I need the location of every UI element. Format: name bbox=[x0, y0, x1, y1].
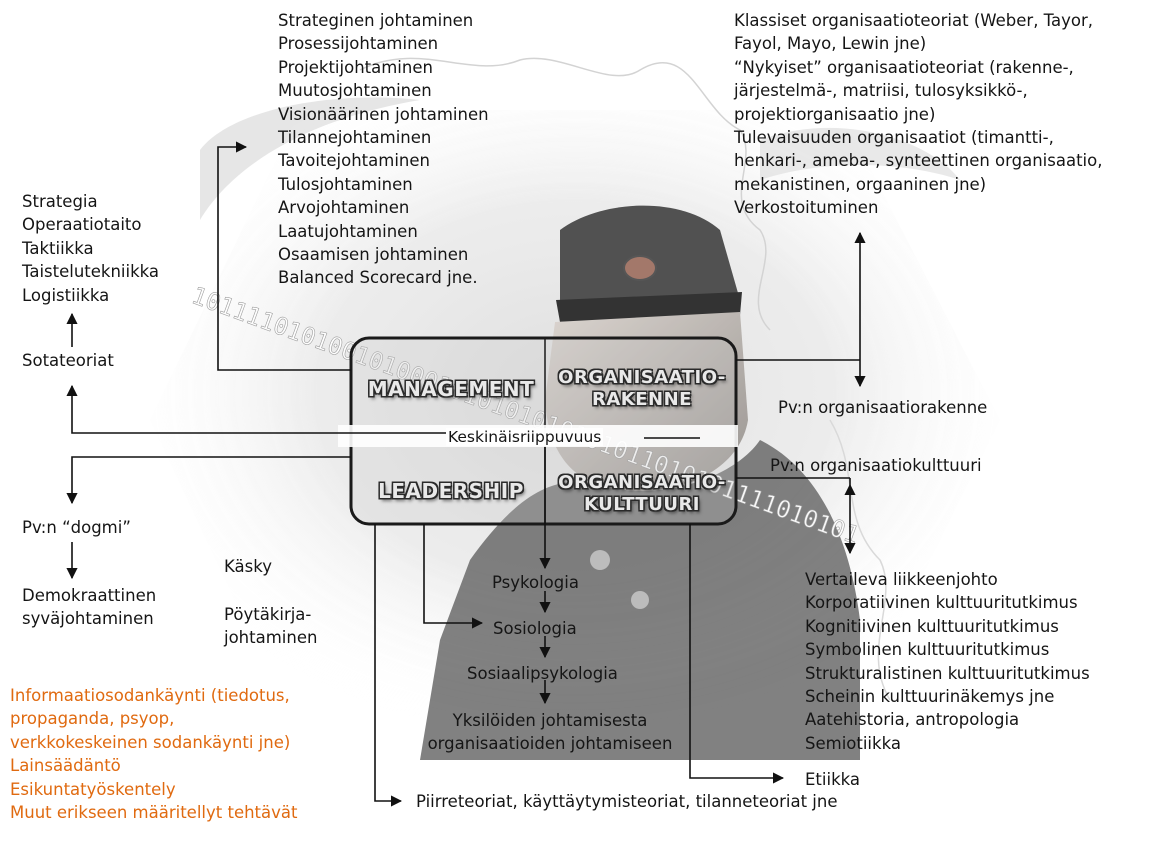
leadership-to-dogmi-line bbox=[66, 456, 351, 505]
kasky-label: Käsky bbox=[224, 557, 272, 576]
poytakirja-label: Pöytäkirja- johtaminen bbox=[224, 605, 318, 648]
center-to-sotateoriat-line bbox=[66, 384, 446, 434]
organization-culture-label: ORGANISAATIO- KULTTUURI bbox=[558, 472, 726, 515]
sosiologia-label: Sosiologia bbox=[493, 619, 577, 638]
pv-dogmi-label: Pv:n “dogmi” bbox=[22, 518, 131, 537]
pv-org-structure-label: Pv:n organisaatiorakenne bbox=[778, 398, 988, 417]
background-map-outline bbox=[359, 57, 771, 331]
background-globe bbox=[200, 97, 420, 220]
piirreteoriat-label: Piirreteoriat, käyttäytymisteoriat, tila… bbox=[416, 792, 838, 811]
connectors bbox=[66, 141, 866, 807]
management-to-list-line bbox=[217, 141, 351, 371]
strategy-list: Strategia Operaatiotaito Taktiikka Taist… bbox=[22, 192, 160, 305]
background-map-outline-2 bbox=[829, 419, 891, 701]
demokraattinen-label: Demokraattinen syväjohtaminen bbox=[22, 586, 157, 629]
box-to-piirreteoriat-line bbox=[374, 524, 403, 807]
leadership-label: LEADERSHIP bbox=[378, 479, 524, 503]
organization-structure-label: ORGANISAATIO- RAKENNE bbox=[558, 367, 726, 410]
leadership-to-sosiologia-line bbox=[423, 524, 484, 629]
uniform-button-2 bbox=[631, 591, 649, 609]
yksiloiden-label: Yksilöiden johtamisesta organisaatioiden… bbox=[427, 711, 673, 754]
uniform-button bbox=[590, 550, 610, 570]
culture-to-etiikka-line bbox=[689, 524, 785, 784]
keskinaisriippuvuus-label: Keskinäisriippuvuus bbox=[446, 428, 604, 446]
cap-badge bbox=[623, 255, 657, 281]
culture-studies-list: Vertaileva liikkeenjohto Korporatiivinen… bbox=[805, 570, 1090, 753]
pv-org-culture-label: Pv:n organisaatiokulttuuri bbox=[770, 456, 982, 475]
organization-theories-list: Klassiset organisaatioteoriat (Weber, Ta… bbox=[734, 11, 1103, 218]
background-globe-right bbox=[760, 127, 960, 180]
information-warfare-list: Informaatiosodankäynti (tiedotus, propag… bbox=[10, 686, 298, 823]
management-types-list: Strateginen johtaminen Prosessijohtamine… bbox=[278, 11, 489, 288]
sosiaalipsykologia-label: Sosiaalipsykologia bbox=[467, 664, 618, 683]
psykologia-label: Psykologia bbox=[492, 573, 579, 592]
etiikka-label: Etiikka bbox=[805, 770, 860, 789]
sotateoriat-label: Sotateoriat bbox=[22, 351, 114, 370]
management-label: MANAGEMENT bbox=[367, 377, 535, 401]
